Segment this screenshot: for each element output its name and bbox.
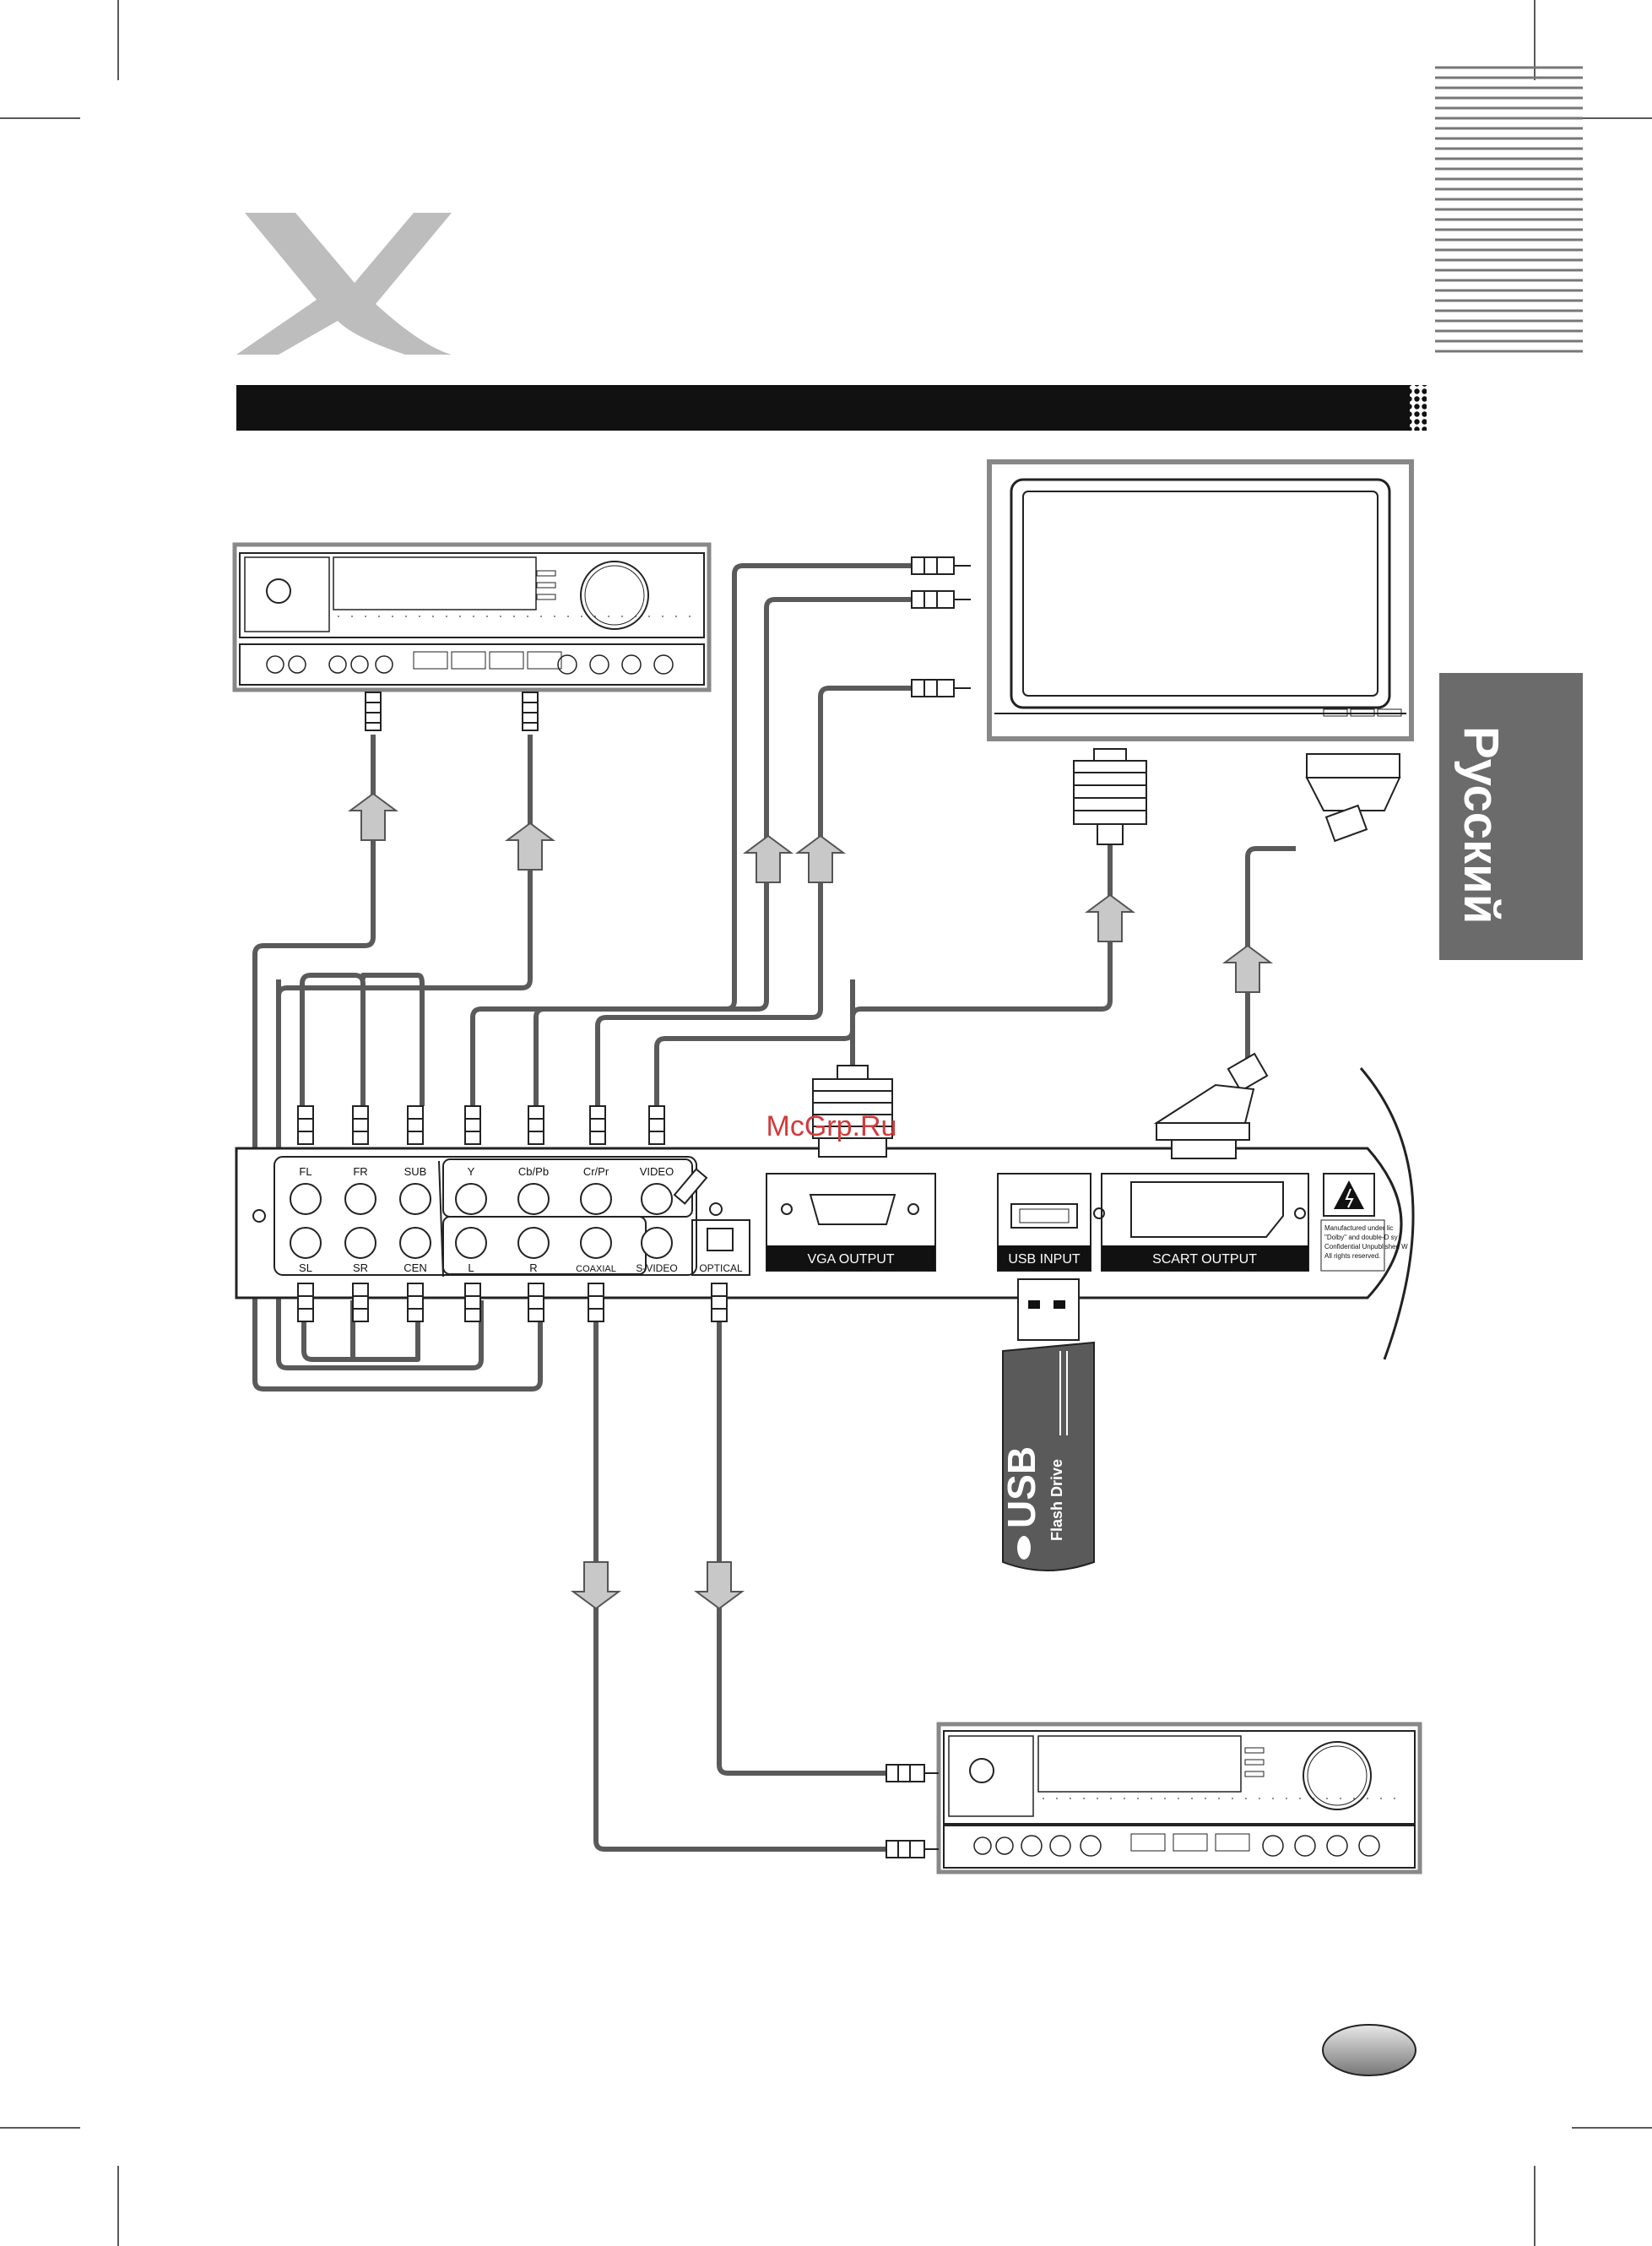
- notice-line-4: All rights reserved.: [1324, 1252, 1380, 1260]
- watermark: McGrp.Ru: [766, 1110, 897, 1142]
- jack-label-sl: SL: [299, 1261, 312, 1274]
- tv-monitor: [989, 462, 1411, 739]
- top-receiver-plugs: [366, 692, 538, 730]
- usb-input-label: USB INPUT: [1008, 1252, 1081, 1267]
- bottom-av-receiver: [939, 1724, 1420, 1872]
- language-tab-label: Русский: [1454, 726, 1508, 924]
- jack-label-video: VIDEO: [640, 1165, 674, 1178]
- notice-line-3: Confidential Unpublished W: [1324, 1243, 1408, 1250]
- page-number-badge: [1323, 2025, 1416, 2075]
- tv-rca-plugs: [912, 557, 971, 697]
- jack-label-cb: Cb/Pb: [518, 1165, 549, 1178]
- bottom-receiver-plugs: [886, 1765, 939, 1858]
- panel-scart-plug: [1156, 1054, 1267, 1158]
- jack-label-svideo: S-VIDEO: [636, 1262, 677, 1274]
- jack-label-cen: CEN: [404, 1261, 426, 1274]
- header-bar: [236, 385, 1427, 431]
- vga-output-label: VGA OUTPUT: [807, 1252, 894, 1267]
- tv-scart-plug: [1307, 754, 1400, 841]
- language-tab[interactable]: Русский: [1439, 673, 1583, 960]
- jack-label-sr: SR: [353, 1261, 368, 1274]
- tv-vga-plug: [1074, 749, 1146, 844]
- brand-logo: [236, 213, 452, 355]
- jack-label-sub: SUB: [404, 1165, 427, 1178]
- scart-output-label: SCART OUTPUT: [1152, 1252, 1257, 1267]
- stripe-block: [1435, 68, 1583, 351]
- jack-label-y: Y: [468, 1165, 475, 1178]
- jack-label-optical: OPTICAL: [699, 1262, 743, 1274]
- usb-flash-drive: USB Flash Drive: [999, 1279, 1094, 1571]
- notice-line-2: "Dolby" and double-D sy: [1324, 1234, 1398, 1241]
- jack-label-fr: FR: [353, 1165, 367, 1178]
- notice-line-1: Manufactured under lic: [1324, 1224, 1393, 1232]
- usb-drive-brand: USB: [999, 1446, 1043, 1528]
- jack-label-cr: Cr/Pr: [583, 1165, 609, 1178]
- jack-label-coaxial: COAXIAL: [576, 1264, 616, 1274]
- jack-label-r: R: [529, 1261, 537, 1274]
- usb-drive-caption: Flash Drive: [1048, 1459, 1065, 1541]
- top-av-receiver: [235, 545, 709, 690]
- jack-label-l: L: [468, 1261, 474, 1274]
- jack-label-fl: FL: [299, 1165, 311, 1178]
